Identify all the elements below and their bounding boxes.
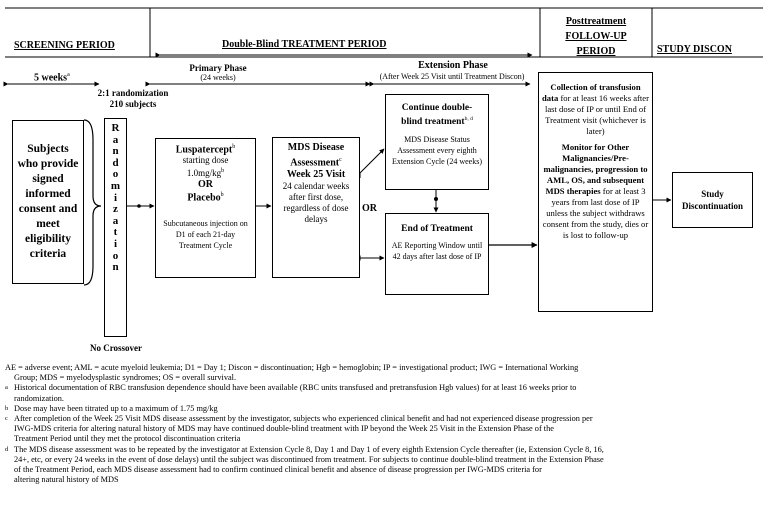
or-label: OR [362, 203, 377, 214]
subjects-text: Subjects who provide signed informed con… [17, 143, 79, 260]
treatment-dose-label: starting dose [182, 155, 229, 166]
followup-period-header: Posttreatment FOLLOW-UP PERIOD [565, 16, 627, 57]
arrow-mds-to-continue [357, 148, 385, 176]
arrow-mds-to-end [357, 235, 385, 261]
subjects-box: Subjects who provide signed informed con… [12, 120, 84, 284]
randomization-letter: o [112, 168, 119, 181]
footnote-c: c After completion of the Week 25 Visit … [5, 414, 593, 444]
study-discon-header: STUDY DISCON [657, 44, 732, 55]
treatment-or: OR [198, 179, 213, 191]
followup-box: Collection of transfusion data for at le… [538, 72, 653, 312]
end-treatment-desc: AE Reporting Window until 42 days after … [391, 241, 483, 261]
randomization-letter: o [112, 249, 119, 262]
treatment-admin: Subcutaneous injection on D1 of each 21-… [163, 218, 248, 250]
randomization-ratio: 2:1 randomization [97, 88, 169, 98]
randomization-letter: a [112, 214, 119, 227]
primary-phase-duration: (24 weeks) [200, 73, 236, 82]
subjects-brace [83, 119, 102, 286]
placebo-label: Placebob [187, 192, 224, 204]
followup-part1: Collection of transfusion data [542, 82, 641, 103]
footnote-c-mark: c [5, 415, 8, 423]
footnote-a-mark: a [5, 384, 8, 392]
followup-text: Collection of transfusion data for at le… [542, 82, 649, 241]
screening-weeks-label: 5 weeksa [34, 72, 70, 84]
randomization-letter: a [112, 133, 119, 146]
footnotes: AE = adverse event; AML = acute myeloid … [5, 363, 761, 485]
randomization-letter: i [113, 237, 118, 250]
followup-part2: for at least 16 weeks after last dose of… [544, 93, 649, 136]
randomization-letter: n [112, 145, 119, 158]
randomization-letter: z [113, 203, 118, 216]
study-disc-text: Study Discontinuation [681, 189, 743, 211]
study-discontinuation-box: Study Discontinuation [672, 172, 753, 228]
continue-treatment-box: Continue double- blind treatmentb, d MDS… [385, 94, 489, 190]
continue-title-1: Continue double- [401, 103, 473, 113]
diagram-lines [3, 7, 763, 286]
end-treatment-title: End of Treatment [401, 224, 473, 234]
mds-week-visit: Week 25 Visit [286, 169, 346, 181]
randomization-letter: n [112, 261, 119, 274]
continue-title-2: blind treatmentb, d [401, 116, 473, 128]
abbrev-line-2: Group; MDS = myelodysplastic syndromes; … [14, 373, 237, 383]
randomization-letter: m [110, 179, 121, 192]
mds-title-2: Assessmentc [290, 157, 342, 169]
treatment-box: Luspaterceptb starting dose 1.0mg/kgb OR… [155, 138, 256, 278]
end-of-treatment-box: End of Treatment AE Reporting Window unt… [385, 213, 489, 295]
followup-part3: Monitor for Other Malignancies/Pre-malig… [543, 142, 648, 196]
randomization-letter: t [113, 226, 118, 239]
treatment-dose-value: 1.0mg/kgb [186, 168, 225, 179]
abbrev-line-1: AE = adverse event; AML = acute myeloid … [5, 363, 579, 372]
subject-count: 210 subjects [109, 99, 157, 109]
footnote-b: b Dose may have been titrated up to a ma… [5, 403, 218, 413]
randomization-letter: i [113, 191, 118, 204]
no-crossover-label: No Crossover [89, 343, 143, 353]
treatment-title: Luspaterceptb [175, 144, 236, 156]
treatment-period-header: Double-Blind TREATMENT PERIOD [219, 39, 390, 50]
randomization-letter: R [111, 122, 120, 134]
footnote-b-mark: b [5, 404, 9, 412]
mds-desc: 24 calendar weeks after first dose, rega… [282, 181, 350, 225]
extension-phase-duration: (After Week 25 Visit until Treatment Dis… [379, 72, 525, 81]
footnote-d: d The MDS disease assessment was to be r… [5, 444, 604, 485]
footnote-a: a Historical documentation of RBC transf… [5, 383, 577, 403]
primary-phase-label: Primary Phase [189, 63, 247, 73]
continue-desc: MDS Disease Status Assessment every eigh… [392, 135, 482, 167]
randomization-letter: d [112, 156, 119, 169]
mds-title-1: MDS Disease [287, 142, 345, 153]
footnote-d-mark: d [5, 445, 9, 453]
extension-phase-label: Extension Phase [418, 60, 488, 71]
screening-period-header: SCREENING PERIOD [14, 40, 115, 51]
followup-part4: for at least 3 years from last dose of I… [542, 186, 649, 240]
mds-assessment-box: MDS Disease Assessmentc Week 25 Visit 24… [272, 137, 360, 278]
